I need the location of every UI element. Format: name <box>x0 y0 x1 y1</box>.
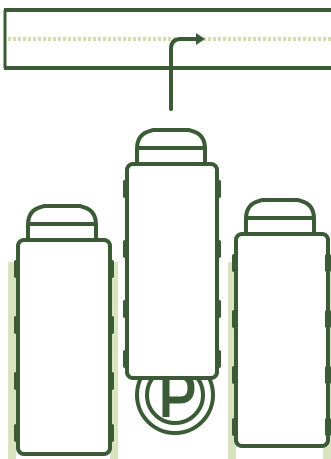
road <box>4 10 331 68</box>
left-car <box>14 206 114 454</box>
right-car <box>232 200 331 446</box>
center-car-exiting <box>123 130 221 378</box>
center-car-body <box>127 164 217 378</box>
left-car-body <box>18 240 110 454</box>
arrow-right-turn-icon <box>171 33 205 109</box>
right-car-body <box>236 234 328 446</box>
